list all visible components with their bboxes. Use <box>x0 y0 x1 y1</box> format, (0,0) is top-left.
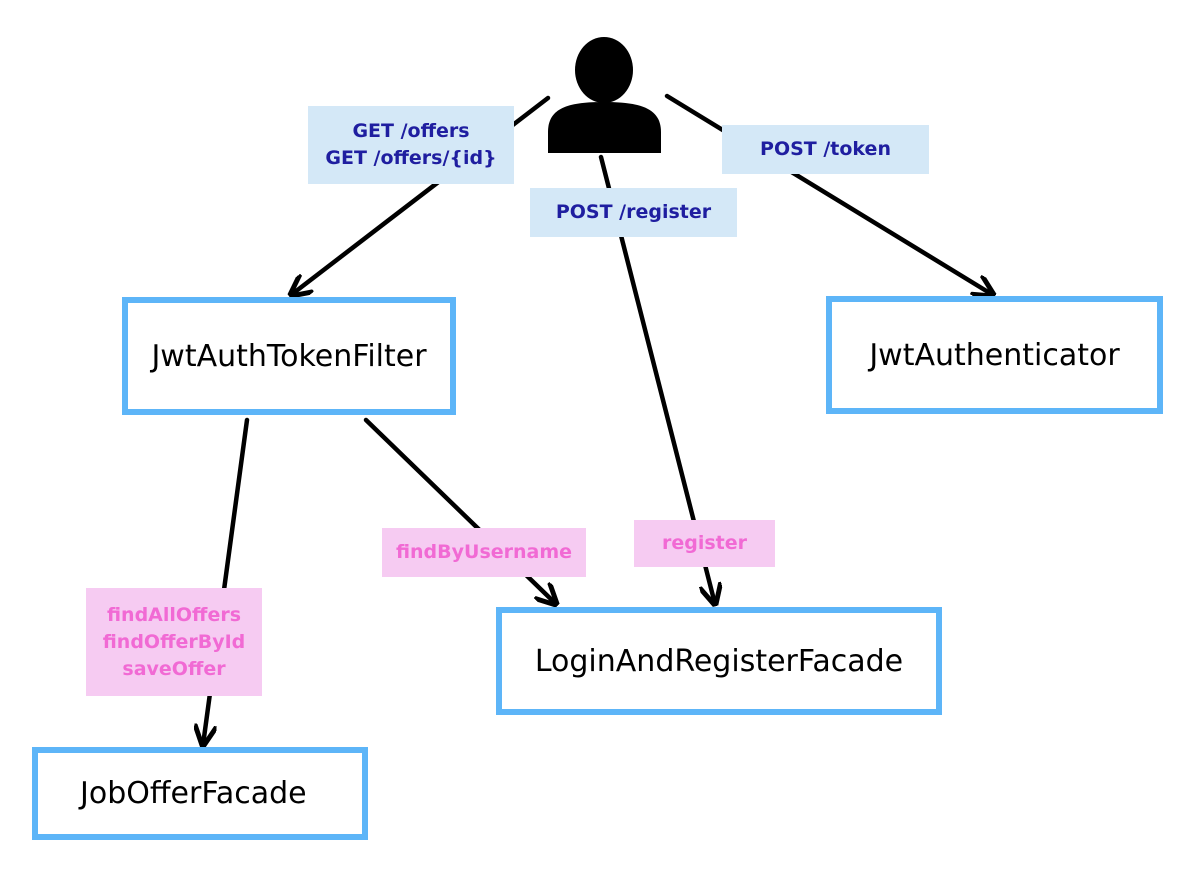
arrow-filter-to-job-offer-facade <box>203 417 250 745</box>
job-offer-methods-edge-label: findAllOffers findOfferById saveOffer <box>86 588 262 696</box>
jwt-authenticator-label: JwtAuthenticator <box>869 337 1120 373</box>
post-register-edge-label: POST /register <box>530 188 737 237</box>
get-offers-line: GET /offers <box>352 120 470 142</box>
job-offer-facade-label: JobOfferFacade <box>80 776 307 811</box>
arrow-user-to-jwt-authenticator <box>664 93 993 295</box>
jwt-auth-token-filter-label: JwtAuthTokenFilter <box>151 338 427 374</box>
login-and-register-facade-label: LoginAndRegisterFacade <box>534 643 904 679</box>
register-edge-label: register <box>634 520 775 567</box>
login-and-register-facade-node: LoginAndRegisterFacade <box>496 607 942 715</box>
get-offers-edge-label: GET /offers GET /offers/{id} <box>308 106 514 184</box>
job-offer-facade-node: JobOfferFacade <box>32 747 368 840</box>
post-token-edge-label: POST /token <box>722 125 929 174</box>
post-token-line: POST /token <box>760 138 891 160</box>
find-by-username-line: findByUsername <box>395 541 573 563</box>
save-offer-line: saveOffer <box>122 657 226 680</box>
jwt-authenticator-node: JwtAuthenticator <box>826 296 1163 414</box>
post-register-line: POST /register <box>555 201 712 223</box>
find-by-username-edge-label: findByUsername <box>382 528 586 577</box>
find-all-offers-line: findAllOffers <box>106 603 242 626</box>
jwt-auth-token-filter-node: JwtAuthTokenFilter <box>122 297 456 415</box>
register-line: register <box>661 532 748 554</box>
user-icon <box>548 37 661 153</box>
get-offer-by-id-line: GET /offers/{id} <box>325 147 497 169</box>
find-offer-by-id-line: findOfferById <box>102 630 246 653</box>
